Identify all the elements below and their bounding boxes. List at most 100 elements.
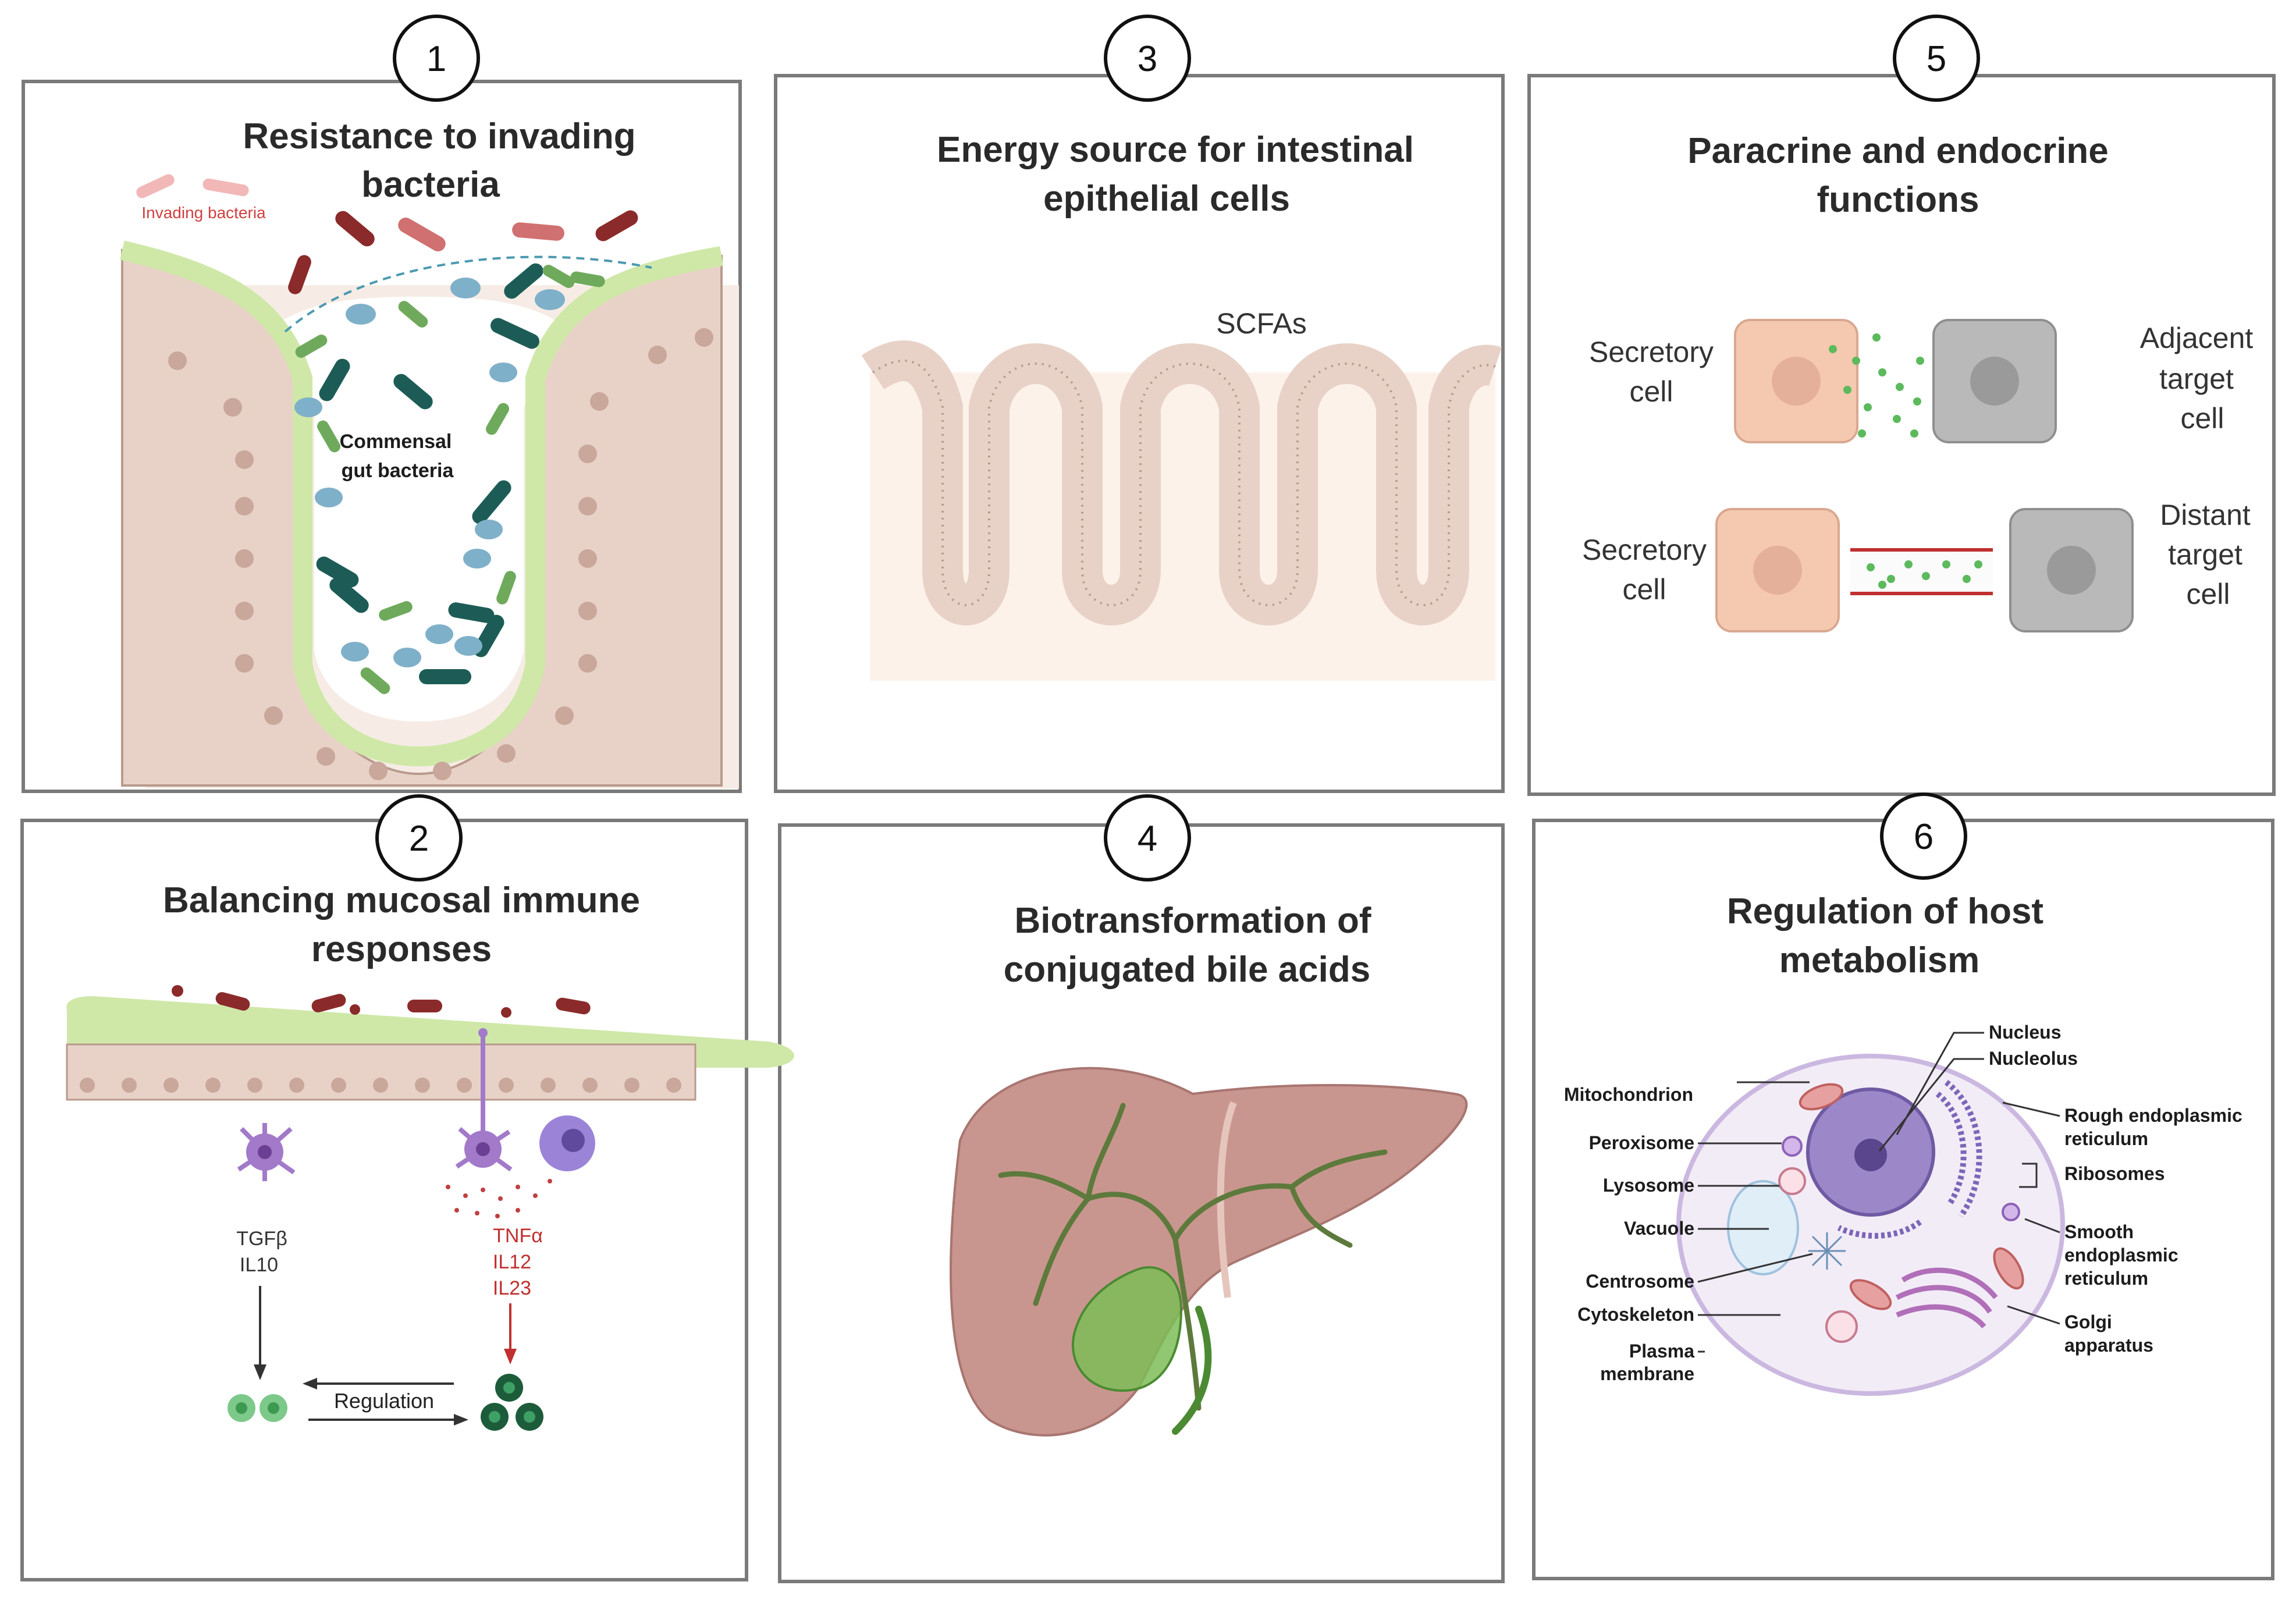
cytokine-il10: IL10 bbox=[240, 1254, 278, 1276]
smooth-er bbox=[2002, 1203, 2020, 1221]
distant-line3: cell bbox=[2186, 578, 2230, 610]
cytokine-tgfb: TGFβ bbox=[236, 1228, 287, 1250]
label-rough-er-line2: reticulum bbox=[2064, 1128, 2148, 1149]
cell-right-labels: Nucleus Nucleolus Rough endoplasmic reti… bbox=[1989, 1022, 2242, 1356]
mitochondria bbox=[1799, 1083, 2024, 1310]
number-badge-3: 3 bbox=[1104, 15, 1191, 102]
paracrine-signal-dots bbox=[1829, 333, 1924, 438]
panel-2: Balancing mucosal immune responses bbox=[66, 880, 795, 1431]
panel-5: Paracrine and endocrine functions Secret… bbox=[1582, 131, 2254, 632]
number-badge-6: 6 bbox=[1880, 792, 1967, 880]
arrow-right-down bbox=[504, 1303, 517, 1364]
gallbladder bbox=[1071, 1266, 1183, 1392]
label-smooth-er-line3: reticulum bbox=[2064, 1268, 2148, 1289]
commensal-bacteria bbox=[294, 263, 605, 694]
panel-2-title-line2: responses bbox=[311, 929, 492, 969]
epithelial-nuclei bbox=[80, 1078, 681, 1093]
panel-3: Energy source for intestinal epithelial … bbox=[861, 130, 1502, 681]
cell-left-labels: Mitochondrion Peroxisome Lysosome Vacuol… bbox=[1564, 1084, 1694, 1384]
blood-vessel bbox=[1850, 548, 1993, 595]
panel-1: Resistance to invading bacteria bbox=[120, 116, 739, 788]
dendritic-cell-left bbox=[237, 1123, 296, 1181]
cytokine-dots bbox=[446, 1179, 552, 1218]
lysosomes bbox=[1778, 1167, 1858, 1343]
cell-left-leaders bbox=[1697, 1081, 1813, 1353]
distant-line2: target bbox=[2168, 538, 2242, 571]
secretory-cell-1-line2: cell bbox=[1629, 375, 1673, 408]
effector-t-cells bbox=[481, 1374, 543, 1431]
panel-1-frame bbox=[22, 80, 742, 793]
panel-6: Regulation of host metabolism Mitochondr… bbox=[1564, 891, 2242, 1396]
panel-5-title-line1: Paracrine and endocrine bbox=[1687, 131, 2109, 171]
panel-3-title-line1: Energy source for intestinal bbox=[937, 130, 1414, 170]
label-peroxisome: Peroxisome bbox=[1589, 1132, 1694, 1153]
invading-bacteria bbox=[136, 174, 638, 294]
panel-1-title-line2: bacteria bbox=[361, 165, 500, 205]
regulation-label: Regulation bbox=[334, 1389, 434, 1413]
arrow-left-down bbox=[254, 1286, 266, 1380]
secretory-cell-1-line1: Secretory bbox=[1589, 336, 1714, 368]
svg-text:5: 5 bbox=[1927, 39, 1946, 79]
animal-cell-membrane bbox=[1676, 1054, 2065, 1396]
centrosome bbox=[1808, 1232, 1846, 1270]
regulation-arrows bbox=[303, 1378, 468, 1426]
label-membrane: membrane bbox=[1600, 1363, 1694, 1384]
treg-cells bbox=[228, 1394, 287, 1422]
svg-text:4: 4 bbox=[1138, 819, 1157, 859]
nucleolus bbox=[1854, 1139, 1887, 1171]
mucus-barrier-dashed bbox=[284, 255, 652, 333]
adjacent-line2: target bbox=[2159, 362, 2234, 395]
number-badge-2: 2 bbox=[375, 794, 463, 882]
label-centrosome: Centrosome bbox=[1586, 1271, 1694, 1292]
label-smooth-er-line2: endoplasmic bbox=[2064, 1245, 2178, 1266]
dendritic-cell-right bbox=[455, 1028, 513, 1172]
vacuole bbox=[1727, 1180, 1799, 1275]
rough-er bbox=[1837, 1080, 1982, 1239]
panel-3-title-line2: epithelial cells bbox=[1043, 179, 1290, 219]
cell-right-leaders bbox=[1878, 1032, 2060, 1325]
label-smooth-er-line1: Smooth bbox=[2064, 1221, 2134, 1242]
label-mitochondrion: Mitochondrion bbox=[1564, 1084, 1693, 1105]
falciform-ligament bbox=[1217, 1101, 1237, 1298]
macrophage bbox=[539, 1115, 595, 1171]
panel-4-title-line1: Biotransformation of bbox=[1014, 901, 1371, 941]
secretory-cell-2-line2: cell bbox=[1622, 573, 1666, 606]
villi-epithelium bbox=[861, 340, 1502, 625]
panel-5-title-line2: functions bbox=[1817, 180, 1979, 220]
bile-ducts bbox=[998, 1103, 1388, 1411]
label-golgi-line1: Golgi bbox=[2064, 1311, 2112, 1332]
label-vacuole: Vacuole bbox=[1624, 1218, 1694, 1239]
svg-text:3: 3 bbox=[1138, 39, 1157, 79]
cytokine-il23: IL23 bbox=[493, 1277, 531, 1299]
panel-6-title-line1: Regulation of host bbox=[1727, 891, 2043, 932]
label-lysosome: Lysosome bbox=[1603, 1175, 1694, 1196]
label-ribosomes: Ribosomes bbox=[2064, 1163, 2165, 1184]
commensal-label-line2: gut bacteria bbox=[342, 460, 454, 482]
number-badge-1: 1 bbox=[393, 15, 480, 102]
golgi-apparatus bbox=[1895, 1267, 1998, 1329]
commensal-label-line1: Commensal bbox=[340, 431, 452, 453]
svg-text:1: 1 bbox=[426, 39, 446, 79]
invading-bacteria-label: Invading bacteria bbox=[141, 204, 266, 222]
secretory-cell-2-line1: Secretory bbox=[1582, 534, 1707, 566]
cytokine-tnfa: TNFα bbox=[493, 1225, 543, 1247]
label-cytoskeleton: Cytoskeleton bbox=[1577, 1304, 1694, 1325]
svg-text:2: 2 bbox=[409, 819, 429, 859]
label-plasma: Plasma bbox=[1629, 1341, 1694, 1362]
adjacent-line1: Adjacent bbox=[2140, 322, 2254, 354]
adjacent-line3: cell bbox=[2180, 402, 2224, 435]
common-bile-duct bbox=[1172, 1306, 1212, 1435]
panel-1-title-line1: Resistance to invading bbox=[243, 116, 635, 157]
number-badge-4: 4 bbox=[1104, 794, 1191, 882]
svg-text:6: 6 bbox=[1914, 817, 1934, 857]
panel-4-title-line2: conjugated bile acids bbox=[1004, 950, 1370, 990]
cytokine-il12: IL12 bbox=[493, 1251, 531, 1273]
number-badge-5: 5 bbox=[1893, 15, 1980, 102]
label-rough-er-line1: Rough endoplasmic bbox=[2064, 1105, 2242, 1126]
mucus-layer bbox=[120, 240, 723, 767]
peroxisome bbox=[1782, 1136, 1803, 1157]
label-golgi-line2: apparatus bbox=[2064, 1335, 2153, 1356]
panel-4: Biotransformation of conjugated bile aci… bbox=[950, 901, 1468, 1437]
distant-line1: Distant bbox=[2160, 499, 2251, 531]
